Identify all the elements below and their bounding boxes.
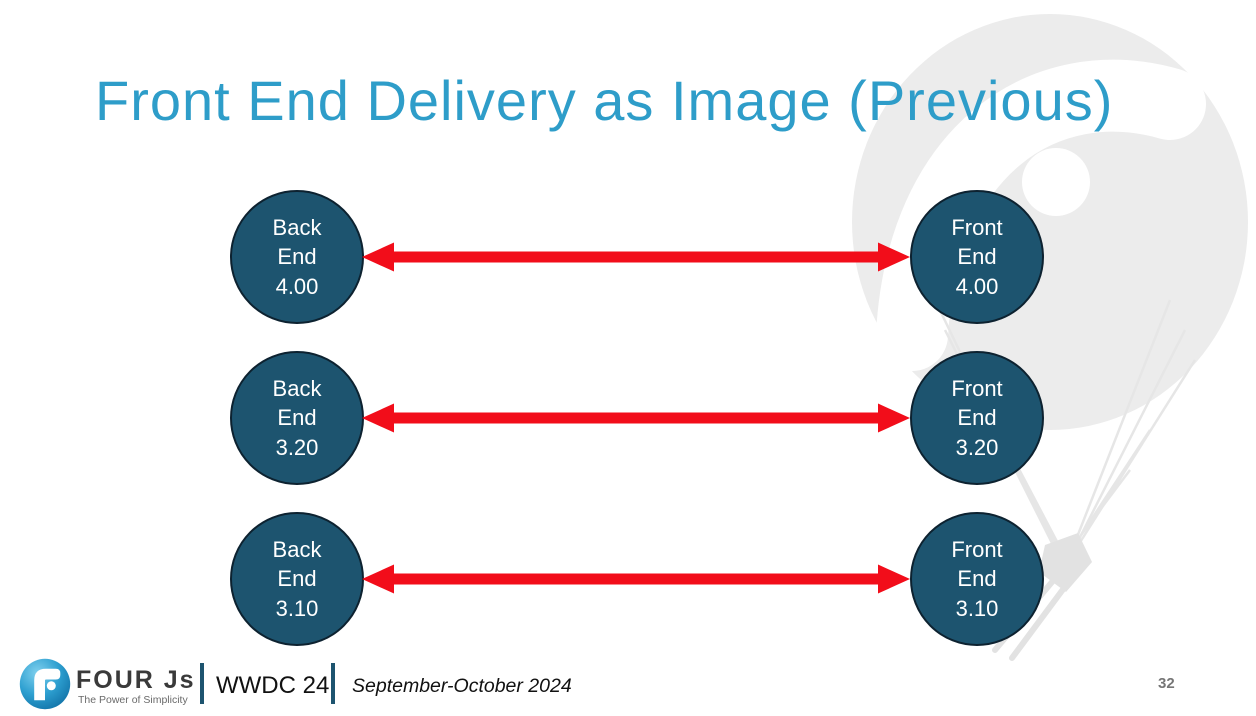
backend-4-00-node: Back End 4.00 [230,190,364,324]
double-arrow-icon [362,403,910,433]
page-number: 32 [1158,675,1175,692]
footer-divider [331,663,335,704]
double-arrow-icon [362,564,910,594]
backend-3-20-node: Back End 3.20 [230,351,364,485]
footer-event-label: WWDC 24 [216,672,330,699]
fourjs-logo-text: FOUR Js [76,666,196,694]
frontend-4-00-node: Front End 4.00 [910,190,1044,324]
footer-divider [200,663,204,704]
fourjs-logo-tagline: The Power of Simplicity [78,694,188,706]
footer-date-label: September-October 2024 [352,675,572,697]
slide-title: Front End Delivery as Image (Previous) [95,69,1114,132]
frontend-3-10-node: Front End 3.10 [910,512,1044,646]
double-arrow-icon [362,242,910,272]
footer: FOUR Js The Power of Simplicity WWDC 24 … [0,650,1256,716]
frontend-3-20-node: Front End 3.20 [910,351,1044,485]
backend-3-10-node: Back End 3.10 [230,512,364,646]
fourjs-logo-icon [19,658,71,710]
